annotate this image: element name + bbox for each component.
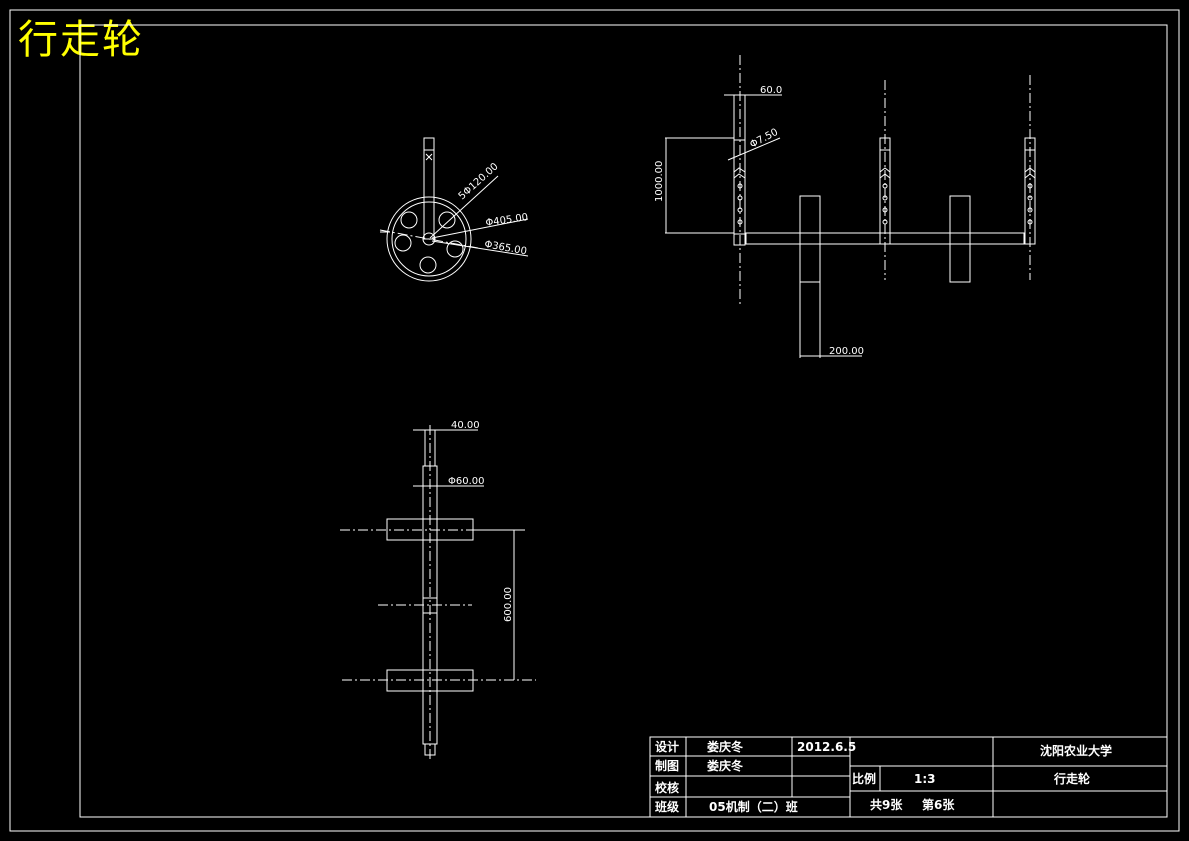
outer-border (9, 9, 1180, 832)
dim-front-height: 1000.00 (654, 161, 665, 202)
part-name: 行走轮 (1053, 771, 1091, 786)
class-value: 05机制（二）班 (709, 799, 798, 814)
dim-side-spacing: 600.00 (503, 587, 514, 622)
check-label: 校核 (655, 780, 679, 795)
design-date: 2012.6.5 (797, 740, 856, 754)
class-label: 班级 (655, 799, 679, 814)
design-name: 娄庆冬 (707, 739, 743, 754)
inner-border (79, 24, 1168, 818)
title-block: 设计 娄庆冬 2012.6.5 制图 娄庆冬 校核 班级 05机制（二）班 比例… (649, 736, 1168, 818)
dim-side-diameter: Φ60.00 (448, 476, 485, 487)
dim-front-width: 60.0 (760, 85, 782, 96)
dim-wheel-inner: Φ365.00 (483, 239, 527, 257)
dim-wheel-holes: 5Φ120.00 (457, 161, 501, 202)
wheel-view: 5Φ120.00 Φ405.00 Φ365.00 (379, 137, 529, 282)
dim-front-hub: 200.00 (829, 346, 864, 357)
scale-label: 比例 (852, 771, 876, 786)
scale-value: 1:3 (914, 772, 936, 786)
dim-side-width: 40.00 (451, 420, 480, 431)
sheet-number: 第6张 (922, 797, 955, 812)
design-label: 设计 (655, 739, 679, 754)
side-view: 40.00 Φ60.00 600.00 (340, 420, 536, 760)
drafting-label: 制图 (655, 758, 679, 773)
dim-wheel-outer: Φ405.00 (485, 212, 529, 229)
dim-front-hole: Φ7.50 (748, 127, 780, 151)
drafting-name: 娄庆冬 (707, 758, 743, 773)
front-view: 60.0 Φ7.50 1000.00 200.00 (654, 55, 1036, 358)
school-name: 沈阳农业大学 (1040, 743, 1112, 758)
sheets-total: 共9张 (870, 797, 903, 812)
